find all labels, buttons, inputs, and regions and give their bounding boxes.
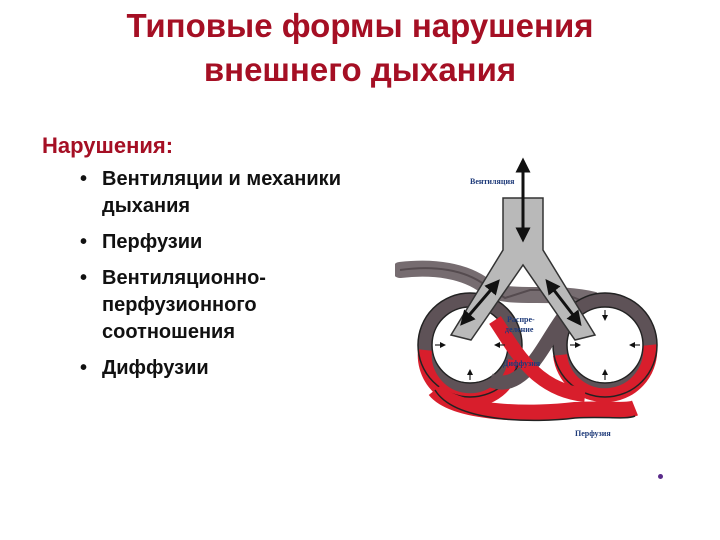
disorders-list: • Вентиляции и механики дыхания • Перфузии… [80,166,350,391]
bullet-icon: • [80,168,88,190]
list-item-label: Вентиляционно-перфузионного соотношения [102,267,266,343]
title-line-2: внешнего дыхания [203,51,517,88]
vessel-loop [395,260,658,422]
distribution-arrow-left [460,279,500,326]
bullet-icon: • [80,231,88,253]
bullet-icon: • [80,267,88,289]
bullet-icon: • [80,357,88,379]
distribution-arrow-right [545,279,582,326]
list-item: • Диффузии [80,355,350,382]
label-distribution-2: деление [505,325,534,334]
label-distribution-1: Распре- [507,315,535,324]
title-line-1: Типовые формы нарушения [126,7,594,44]
label-ventilation: Вентиляция [470,177,515,186]
section-heading: Нарушения: [42,133,174,158]
label-perfusion: Перфузия [575,429,611,438]
list-item-label: Вентиляции и механики дыхания [102,168,341,217]
list-item: • Вентиляционно-перфузионного соотношения [80,265,350,346]
list-item: • Перфузии [80,229,350,256]
list-item: • Вентиляции и механики дыхания [80,166,350,220]
respiration-diagram: Вентиляция Распре- деление Диффузия Перф… [395,157,658,438]
list-item-label: Перфузии [102,231,203,253]
label-diffusion: Диффузия [503,359,541,368]
decorative-dot [658,474,663,479]
list-item-label: Диффузии [102,357,209,379]
slide-title: Типовые формы нарушения внешнего дыхания [0,4,720,92]
